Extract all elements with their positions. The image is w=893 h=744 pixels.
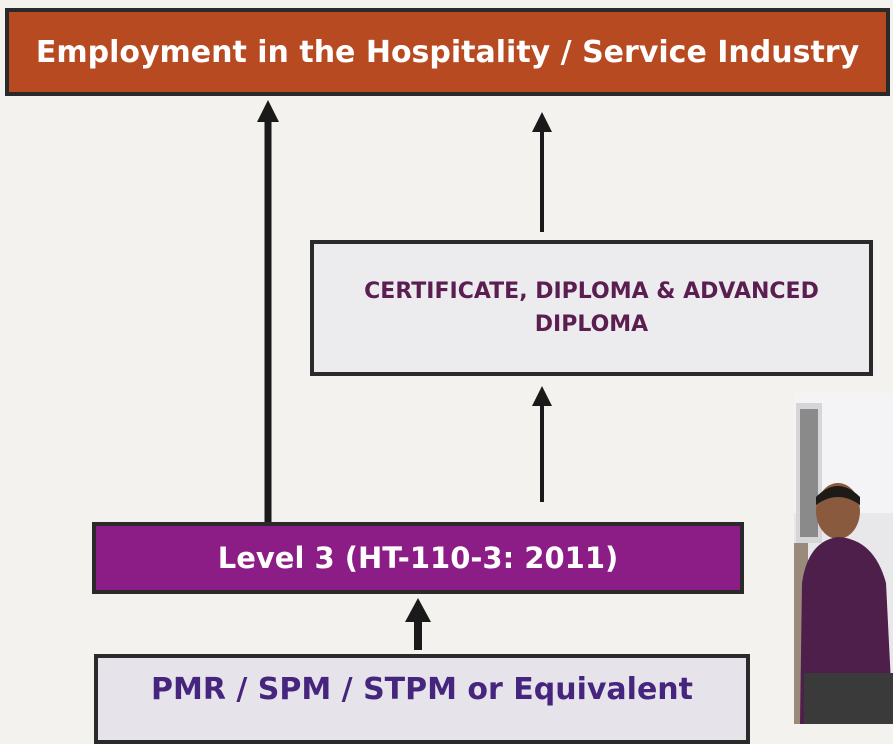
arrow-level-to-employment: [257, 100, 279, 522]
arrow-entry-to-level: [405, 598, 431, 650]
entry-qualification-box: PMR / SPM / STPM or Equivalent: [94, 654, 750, 744]
level-3-box: Level 3 (HT-110-3: 2011): [92, 522, 744, 594]
certificate-diploma-box: CERTIFICATE, DIPLOMA & ADVANCED DIPLOMA: [310, 240, 873, 376]
employment-box: Employment in the Hospitality / Service …: [5, 8, 890, 96]
level-3-label: Level 3 (HT-110-3: 2011): [217, 541, 619, 575]
entry-qualification-label: PMR / SPM / STPM or Equivalent: [150, 672, 694, 707]
employment-label: Employment in the Hospitality / Service …: [35, 34, 860, 70]
arrow-level-to-certificate: [532, 386, 552, 502]
person-photo: [794, 393, 893, 724]
arrow-certificate-to-employment: [532, 112, 552, 232]
certificate-diploma-label: CERTIFICATE, DIPLOMA & ADVANCED DIPLOMA: [364, 279, 819, 337]
